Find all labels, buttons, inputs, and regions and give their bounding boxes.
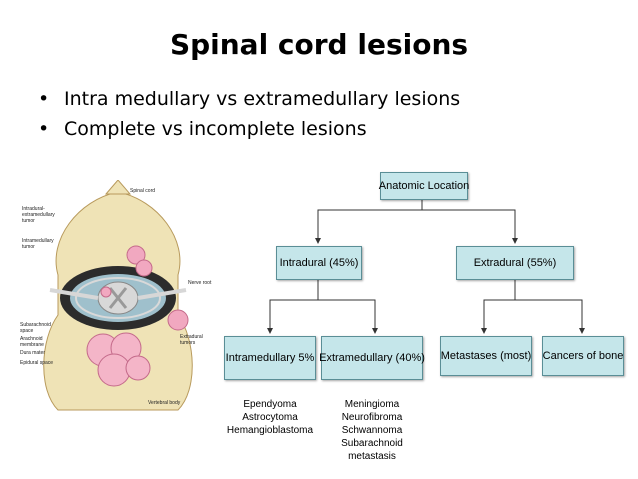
- node-extradural: Extradural (55%): [456, 246, 574, 280]
- label-spinal-cord: Spinal cord: [130, 188, 156, 194]
- node-metastases: Metastases (most): [440, 336, 532, 376]
- extramedullary-examples: Meningioma Neurofibroma Schwannoma Subar…: [316, 398, 428, 463]
- bullet-text: Complete vs incomplete lesions: [64, 118, 367, 140]
- label-intradural-extramedullary: Intradural-extramedullary tumor: [22, 206, 55, 224]
- spinal-cross-section-figure: Spinal cord Intradural-extramedullary tu…: [18, 179, 218, 425]
- example-item: Meningioma: [344, 399, 400, 410]
- label-nerve-root: Nerve root: [188, 280, 212, 286]
- label-dura: Dura mater: [20, 350, 46, 356]
- intramedullary-examples: Ependyoma Astrocytoma Hemangioblastoma: [224, 398, 316, 437]
- node-anatomic-location: Anatomic Location: [379, 172, 469, 200]
- bullet-dot-icon: •: [38, 88, 50, 110]
- example-item: Astrocytoma: [242, 412, 298, 423]
- bullet-text: Intra medullary vs extramedullary lesion…: [64, 88, 461, 110]
- bullet-item: • Intra medullary vs extramedullary lesio…: [38, 88, 460, 110]
- node-intradural: Intradural (45%): [276, 246, 362, 280]
- example-item: Schwannoma: [341, 425, 403, 436]
- example-item: Subarachnoid metastasis: [341, 438, 403, 462]
- spinal-cross-section-drawing: [43, 179, 193, 411]
- node-cancers-of-bone: Cancers of bone: [542, 336, 624, 376]
- label-vertebral-body: Vertebral body: [148, 400, 181, 406]
- bullet-item: • Complete vs incomplete lesions: [38, 118, 460, 140]
- node-extramedullary: Extramedullary (40%): [319, 336, 425, 380]
- label-subarachnoid: Subarachnoid space: [20, 322, 51, 334]
- example-item: Hemangioblastoma: [226, 425, 314, 436]
- node-intramedullary: Intramedullary 5%: [224, 336, 316, 380]
- slide-title: Spinal cord lesions: [169, 28, 469, 61]
- label-extradural: Extradural tumors: [180, 334, 203, 346]
- bullet-dot-icon: •: [38, 118, 50, 140]
- label-intramedullary: Intramedullary tumor: [22, 238, 54, 250]
- example-item: Ependyoma: [243, 399, 297, 410]
- example-item: Neurofibroma: [341, 412, 403, 423]
- label-epidural: Epidural space: [20, 360, 54, 366]
- bullet-list: • Intra medullary vs extramedullary lesio…: [38, 88, 460, 148]
- label-arachnoid: Arachnoid membrane: [20, 336, 44, 348]
